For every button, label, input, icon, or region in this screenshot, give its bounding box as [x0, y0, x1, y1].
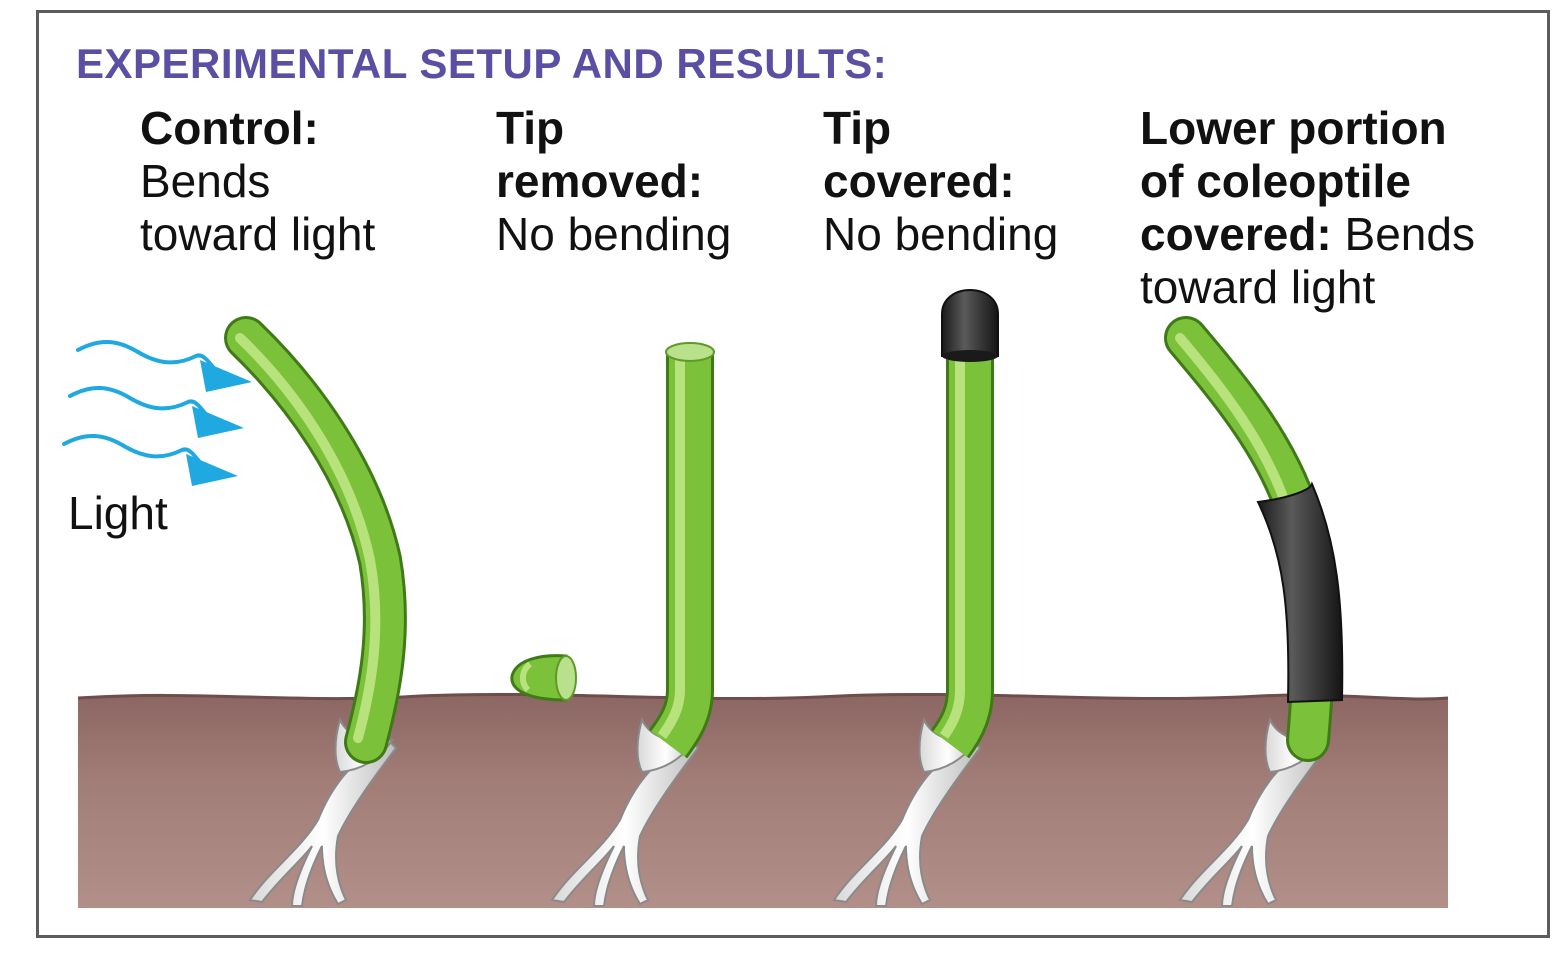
lower-covered-heading-1: Lower portion [1140, 102, 1447, 154]
lower-covered-result-1: Bends [1331, 208, 1475, 260]
roots-tip-covered [832, 717, 982, 907]
tip-covered-heading-1: Tip [823, 102, 892, 154]
control-label: Control: Bends toward light [140, 102, 375, 261]
lower-covered-heading-2: of coleoptile [1140, 155, 1411, 207]
control-heading: Control: [140, 102, 319, 154]
removed-tip [510, 654, 577, 702]
tip-removed-heading-1: Tip [496, 102, 565, 154]
control-result-line-2: toward light [140, 208, 376, 260]
lower-covered-heading-3: covered: [1140, 208, 1332, 260]
figure-title: EXPERIMENTAL SETUP AND RESULTS: [76, 40, 888, 87]
tip-removed-heading-2: removed: [496, 155, 704, 207]
soil [78, 694, 1448, 908]
tip-covered-coleoptile [930, 340, 994, 759]
light-label: Light [68, 487, 168, 539]
tip-covered-result: No bending [823, 208, 1059, 260]
roots-tip-removed [550, 717, 700, 907]
light-rays [62, 339, 224, 472]
lower-covered-label: Lower portion of coleoptile covered: Ben… [1140, 102, 1475, 314]
control-result-line-1: Bends [140, 155, 271, 207]
control-coleoptile [224, 316, 407, 764]
light-arrowheads [186, 360, 252, 486]
opaque-sleeve [1256, 481, 1344, 704]
tip-covered-heading-2: covered: [823, 155, 1015, 207]
opaque-tip-cap [941, 289, 999, 362]
tip-removed-coleoptile [648, 342, 715, 759]
tip-covered-label: Tip covered: No bending [823, 102, 1058, 261]
tip-removed-result: No bending [496, 208, 732, 260]
lower-covered-result-2: toward light [1140, 261, 1376, 313]
tip-removed-label: Tip removed: No bending [496, 102, 731, 261]
